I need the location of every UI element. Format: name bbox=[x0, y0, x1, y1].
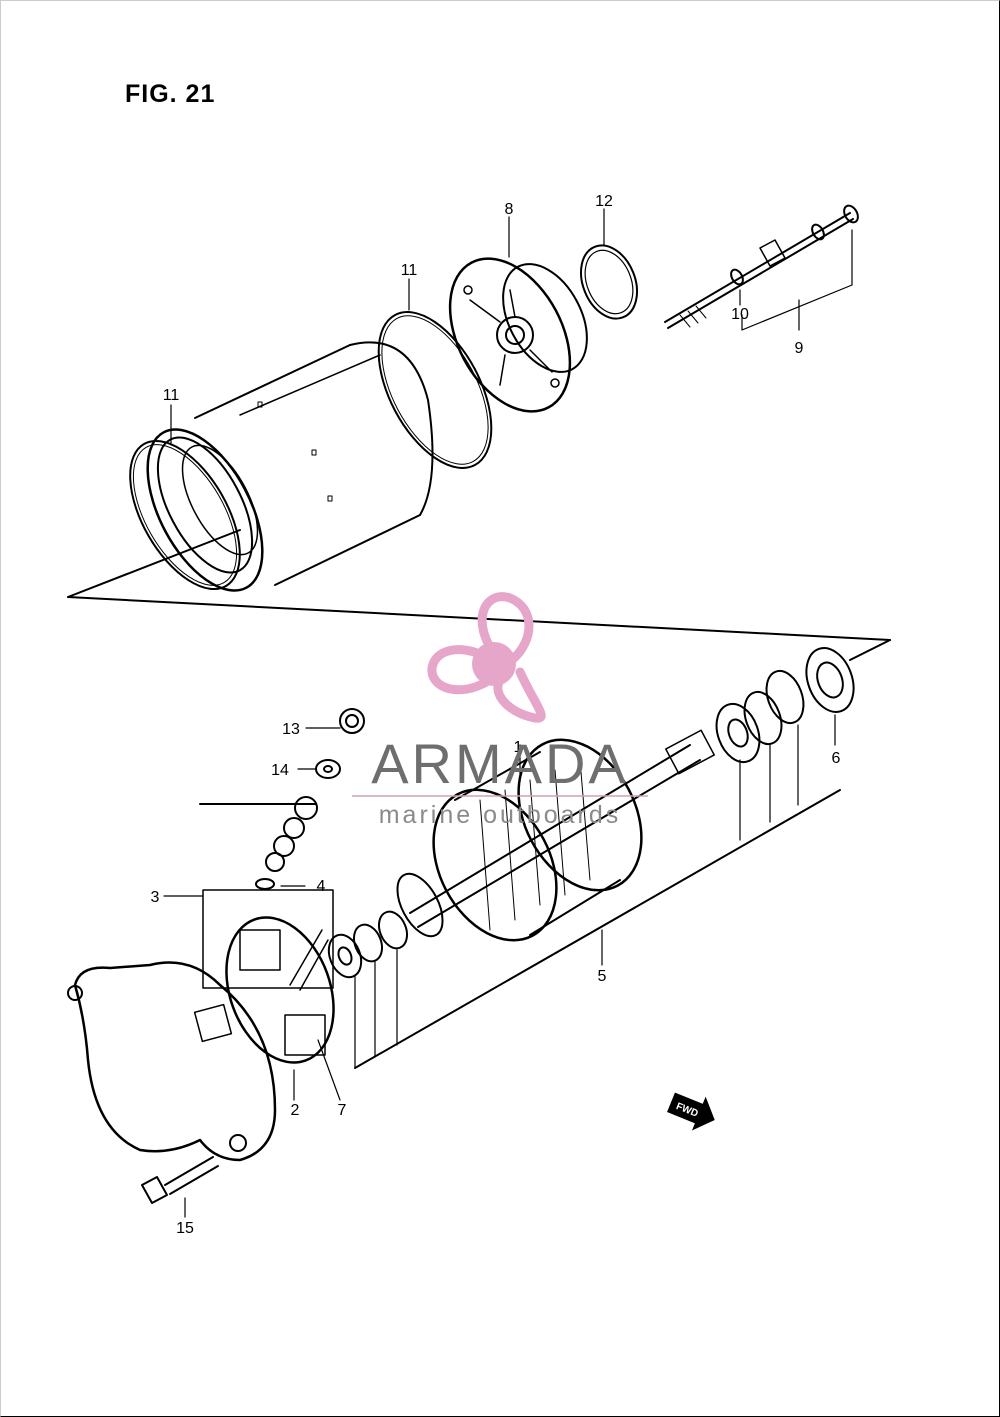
callout-labels: 1 2 3 4 5 6 7 8 9 10 11 11 12 13 14 15 bbox=[151, 193, 841, 1237]
front-bracket bbox=[67, 961, 277, 1162]
callout-14: 14 bbox=[271, 762, 289, 779]
callout-8: 8 bbox=[505, 201, 514, 218]
callout-13: 13 bbox=[282, 721, 300, 738]
o-ring-small bbox=[580, 244, 638, 320]
callout-4: 4 bbox=[317, 878, 326, 895]
figure-title: FIG. 21 bbox=[125, 80, 216, 108]
callout-10: 10 bbox=[731, 306, 749, 323]
callout-11b: 11 bbox=[401, 262, 418, 279]
callout-11a: 11 bbox=[163, 387, 180, 404]
shaft-washers bbox=[327, 910, 408, 979]
through-bolt bbox=[664, 204, 859, 329]
callout-5: 5 bbox=[598, 968, 607, 985]
propeller-logo-icon bbox=[427, 592, 546, 723]
watermark: ARMADA marine outboards bbox=[352, 592, 648, 829]
o-ring-rear bbox=[377, 311, 493, 469]
callout-12: 12 bbox=[595, 193, 613, 210]
callout-15: 15 bbox=[176, 1220, 194, 1237]
brush-holder-assembly bbox=[202, 889, 335, 1064]
callout-9: 9 bbox=[795, 340, 804, 357]
o-ring-front bbox=[129, 439, 241, 591]
yoke-housing bbox=[146, 341, 434, 592]
end-cover bbox=[448, 257, 588, 413]
watermark-tagline: marine outboards bbox=[379, 801, 622, 829]
terminal-hardware bbox=[255, 708, 365, 890]
callout-6: 6 bbox=[832, 750, 841, 767]
callout-3: 3 bbox=[151, 889, 160, 906]
watermark-brand: ARMADA bbox=[371, 732, 629, 795]
callout-2: 2 bbox=[291, 1102, 300, 1119]
leader-lines bbox=[163, 208, 853, 1218]
armature bbox=[396, 729, 715, 942]
thrust-washers bbox=[715, 647, 855, 764]
callout-1: 1 bbox=[514, 739, 523, 756]
callout-7: 7 bbox=[338, 1102, 347, 1119]
fwd-arrow-icon: FWD bbox=[667, 1092, 715, 1131]
mounting-bolt bbox=[141, 1156, 219, 1204]
